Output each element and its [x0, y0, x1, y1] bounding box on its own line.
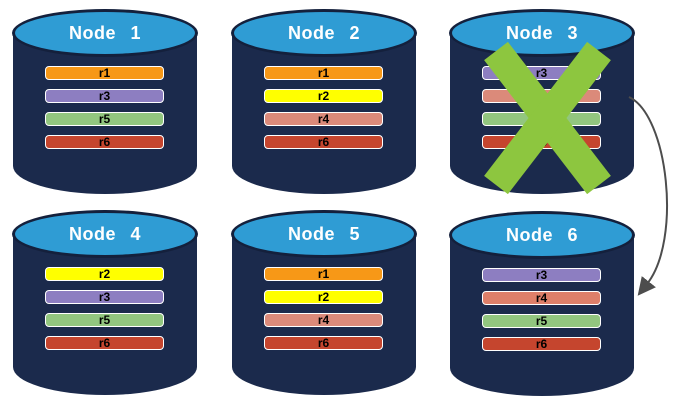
cylinder-top: Node 1	[12, 9, 198, 57]
replica-label: r2	[98, 267, 111, 281]
replica-label: r5	[98, 112, 111, 126]
replica-bar: r6	[482, 337, 601, 351]
replica-bar: r3	[45, 290, 164, 304]
node-5: Node 5 r1 r2 r4 r6	[231, 210, 417, 395]
replica-bar: r4	[264, 313, 383, 327]
node-title: Node 1	[68, 22, 141, 43]
replica-list: r1 r2 r4 r6	[264, 66, 383, 149]
replica-label: r1	[317, 66, 330, 80]
replica-bar: r1	[45, 66, 164, 80]
replica-bar: r4	[482, 89, 601, 103]
node-3: Node 3 r3 r4 r5 r6	[449, 9, 635, 194]
replica-label: r6	[98, 135, 111, 149]
replica-bar: r5	[482, 112, 601, 126]
replica-label: r6	[535, 337, 548, 351]
replica-label: r6	[98, 336, 111, 350]
node-title: Node 6	[505, 224, 578, 245]
replica-label: r4	[317, 313, 330, 327]
cylinder-top: Node 2	[231, 9, 417, 57]
cylinder-top: Node 6	[449, 211, 635, 259]
replica-bar: r1	[264, 66, 383, 80]
replica-bar: r3	[45, 89, 164, 103]
replica-bar: r5	[45, 313, 164, 327]
replica-bar: r6	[264, 135, 383, 149]
replica-label: r5	[98, 313, 111, 327]
replica-bar: r4	[482, 291, 601, 305]
cylinder-top: Node 3	[449, 9, 635, 57]
replica-label: r2	[317, 290, 330, 304]
replica-bar: r5	[482, 314, 601, 328]
replica-label: r6	[317, 336, 330, 350]
replica-label: r3	[98, 89, 111, 103]
replica-label: r4	[535, 89, 548, 103]
replica-list: r1 r3 r5 r6	[45, 66, 164, 149]
replica-bar: r2	[45, 267, 164, 281]
replica-label: r5	[535, 314, 548, 328]
replica-bar: r6	[45, 135, 164, 149]
replica-label: r5	[535, 112, 548, 126]
replica-bar: r4	[264, 112, 383, 126]
node-4: Node 4 r2 r3 r5 r6	[12, 210, 198, 395]
replica-list: r1 r2 r4 r6	[264, 267, 383, 350]
replica-label: r3	[535, 268, 548, 282]
replica-label: r6	[317, 135, 330, 149]
replica-list: r2 r3 r5 r6	[45, 267, 164, 350]
replica-label: r4	[317, 112, 330, 126]
replica-bar: r2	[264, 290, 383, 304]
node-1: Node 1 r1 r3 r5 r6	[12, 9, 198, 194]
replica-bar: r6	[45, 336, 164, 350]
replica-label: r3	[535, 66, 548, 80]
replica-label: r2	[317, 89, 330, 103]
replica-label: r6	[535, 135, 548, 149]
replica-bar: r5	[45, 112, 164, 126]
cylinder-top: Node 5	[231, 210, 417, 258]
node-title: Node 5	[287, 223, 360, 244]
replica-label: r1	[317, 267, 330, 281]
replica-label: r1	[98, 66, 111, 80]
replica-list: r3 r4 r5 r6	[482, 66, 601, 149]
cylinder-top: Node 4	[12, 210, 198, 258]
node-2: Node 2 r1 r2 r4 r6	[231, 9, 417, 194]
node-title: Node 4	[68, 223, 141, 244]
replica-bar: r6	[482, 135, 601, 149]
replica-bar: r3	[482, 268, 601, 282]
replica-bar: r3	[482, 66, 601, 80]
replica-label: r3	[98, 290, 111, 304]
replica-bar: r1	[264, 267, 383, 281]
replica-bar: r2	[264, 89, 383, 103]
replica-label: r4	[535, 291, 548, 305]
replica-bar: r6	[264, 336, 383, 350]
node-6: Node 6 r3 r4 r5 r6	[449, 211, 635, 396]
node-title: Node 2	[287, 22, 360, 43]
replica-list: r3 r4 r5 r6	[482, 268, 601, 351]
node-title: Node 3	[505, 22, 578, 43]
